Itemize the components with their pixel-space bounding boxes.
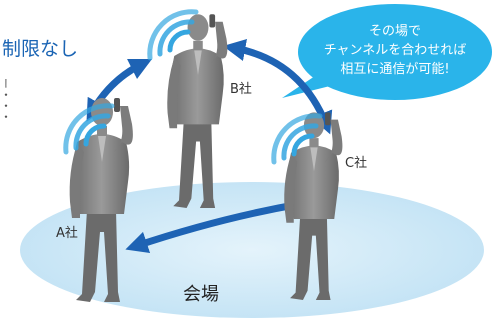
arrow-a-c — [125, 194, 312, 254]
venue-label: 会場 — [183, 284, 219, 305]
label-company-b: B社 — [230, 82, 252, 97]
side-text: ー・・・ — [0, 78, 12, 122]
arrow-b-c — [222, 38, 333, 135]
heading-title: 制限なし — [2, 38, 79, 60]
bubble-line-2: チャンネルを合わせれば — [323, 43, 467, 58]
bubble-message: その場で チャンネルを合わせれば 相互に通信が可能! — [300, 22, 490, 79]
bubble-line-3: 相互に通信が可能! — [340, 62, 450, 77]
label-company-c: C社 — [345, 156, 368, 171]
label-company-a: A社 — [56, 226, 78, 241]
person-b — [150, 12, 228, 208]
bubble-line-1: その場で — [368, 24, 421, 39]
